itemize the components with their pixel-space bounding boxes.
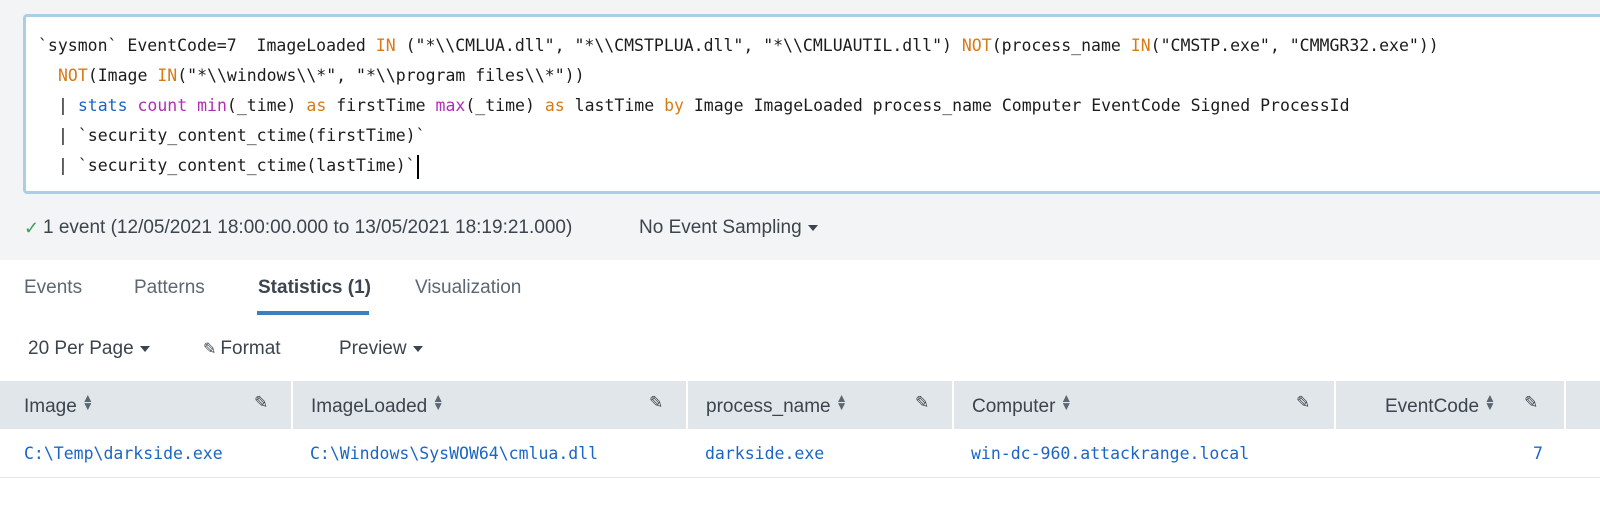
query-line-2: NOT(Image IN("*\\windows\\*", "*\\progra… <box>58 66 585 85</box>
cell-eventcode[interactable]: 7 <box>1533 444 1543 463</box>
column-header-image[interactable]: Image▲▼ ✎ <box>0 381 293 429</box>
results-toolbar: 20 Per Page ✎Format Preview <box>0 318 1600 380</box>
column-header-computer[interactable]: Computer▲▼ ✎ <box>954 381 1336 429</box>
pencil-icon[interactable]: ✎ <box>1296 393 1311 412</box>
table-row: C:\Temp\darkside.exe C:\Windows\SysWOW64… <box>0 429 1600 478</box>
tab-statistics[interactable]: Statistics (1) <box>258 277 371 298</box>
sort-icon[interactable]: ▲▼ <box>1484 391 1496 413</box>
column-header-process-name[interactable]: process_name▲▼ ✎ <box>688 381 954 429</box>
sort-icon[interactable]: ▲▼ <box>835 391 848 413</box>
per-page-dropdown[interactable]: 20 Per Page <box>28 338 150 360</box>
tab-visualization[interactable]: Visualization <box>415 277 522 298</box>
column-header-eventcode[interactable]: EventCode▲▼ ✎ <box>1336 381 1566 429</box>
pencil-icon: ✎ <box>203 341 217 358</box>
cell-image[interactable]: C:\Temp\darkside.exe <box>24 444 223 463</box>
table-header: Image▲▼ ✎ ImageLoaded▲▼ ✎ process_name▲▼… <box>0 381 1600 429</box>
query-line-1: `sysmon` EventCode=7 ImageLoaded IN ("*\… <box>38 36 1439 55</box>
pencil-icon[interactable]: ✎ <box>1524 393 1539 412</box>
query-line-5: | `security_content_ctime(lastTime)` <box>58 151 419 181</box>
active-tab-indicator <box>257 311 369 315</box>
cell-computer[interactable]: win-dc-960.attackrange.local <box>971 444 1250 463</box>
format-button[interactable]: ✎Format <box>203 338 281 359</box>
chevron-down-icon <box>139 345 150 352</box>
results-tabs: Events Patterns Statistics (1) Visualiza… <box>0 260 1600 319</box>
cell-process-name[interactable]: darkside.exe <box>705 444 825 463</box>
preview-dropdown[interactable]: Preview <box>339 338 423 360</box>
sort-icon[interactable]: ▲▼ <box>1060 391 1073 413</box>
chevron-down-icon <box>412 345 423 352</box>
query-line-3: | stats count min(_time) as firstTime ma… <box>58 96 1350 115</box>
pencil-icon[interactable]: ✎ <box>915 393 930 412</box>
column-header-imageloaded[interactable]: ImageLoaded▲▼ ✎ <box>293 381 688 429</box>
event-sampling-dropdown[interactable]: No Event Sampling <box>639 217 818 239</box>
chevron-down-icon <box>807 224 818 231</box>
sort-icon[interactable]: ▲▼ <box>432 391 445 413</box>
search-status-bar <box>0 210 1600 260</box>
text-cursor <box>416 154 419 179</box>
cell-imageloaded[interactable]: C:\Windows\SysWOW64\cmlua.dll <box>310 444 599 463</box>
pencil-icon[interactable]: ✎ <box>254 393 269 412</box>
pencil-icon[interactable]: ✎ <box>649 393 664 412</box>
event-count-status: 1 event (12/05/2021 18:00:00.000 to 13/0… <box>43 217 573 238</box>
search-bar-area: `sysmon` EventCode=7 ImageLoaded IN ("*\… <box>0 0 1600 210</box>
sort-icon[interactable]: ▲▼ <box>81 391 94 413</box>
tab-patterns[interactable]: Patterns <box>134 277 205 298</box>
query-line-4: | `security_content_ctime(firstTime)` <box>58 126 426 145</box>
check-icon: ✓ <box>24 218 40 238</box>
search-query-editor[interactable]: `sysmon` EventCode=7 ImageLoaded IN ("*\… <box>23 14 1600 194</box>
tab-events[interactable]: Events <box>24 277 83 298</box>
